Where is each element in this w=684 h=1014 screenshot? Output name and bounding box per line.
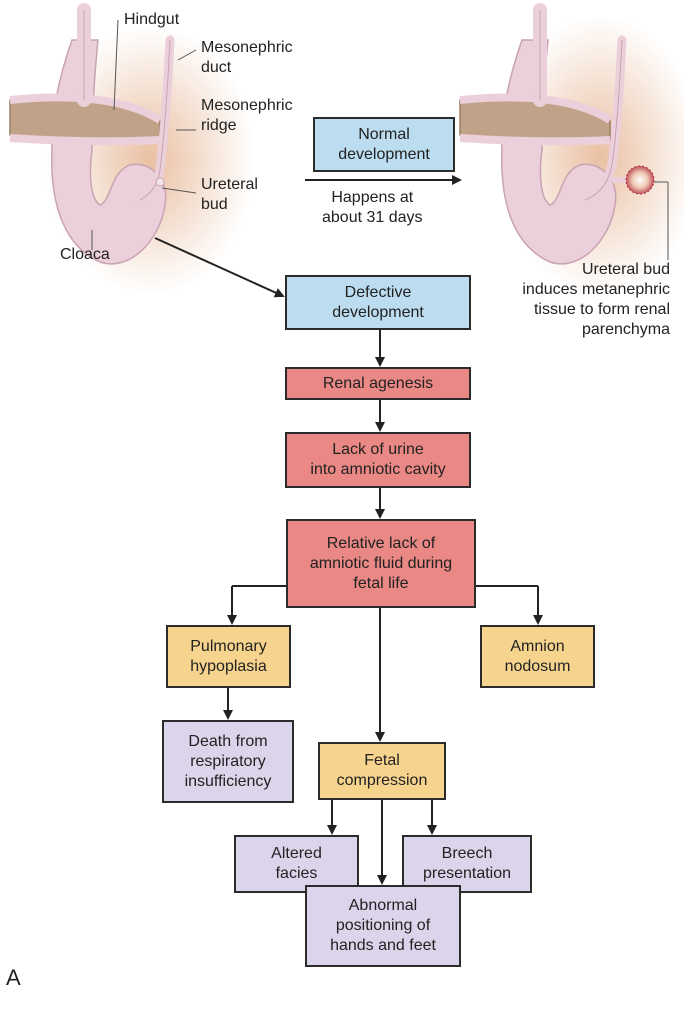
box-defective-development: Defective development [285, 275, 471, 330]
label-hindgut: Hindgut [124, 11, 180, 28]
label-cloaca: Cloaca [60, 246, 110, 263]
box-lack-of-urine: Lack of urine into amniotic cavity [285, 432, 471, 488]
box-relative-lack-amniotic-fluid: Relative lack of amniotic fluid during f… [286, 519, 476, 608]
embryo-illustration-left [9, 3, 255, 295]
box-normal-development: Normal development [313, 117, 455, 172]
embryo-illustration-right [459, 3, 684, 295]
box-renal-agenesis: Renal agenesis [285, 367, 471, 400]
box-abnormal-positioning: Abnormal positioning of hands and feet [305, 885, 461, 967]
metanephric-tissue-shape [625, 165, 655, 195]
label-mesonephric-duct: Mesonephric duct [201, 39, 293, 76]
box-death-respiratory-insufficiency: Death from respiratory insufficiency [162, 720, 294, 803]
box-amnion-nodosum: Amnion nodosum [480, 625, 595, 688]
box-pulmonary-hypoplasia: Pulmonary hypoplasia [166, 625, 291, 688]
label-ureteral-bud-induces: Ureteral bud induces metanephric tissue … [522, 261, 670, 338]
box-breech-presentation: Breech presentation [402, 835, 532, 893]
box-fetal-compression: Fetal compression [318, 742, 446, 800]
ureteral-bud-shape [155, 177, 165, 187]
box-altered-facies: Altered facies [234, 835, 359, 893]
flow-arrows [154, 175, 543, 885]
label-mesonephric-ridge: Mesonephric ridge [201, 97, 293, 134]
panel-letter: A [6, 965, 21, 990]
label-ureteral-bud: Ureteral bud [201, 176, 258, 213]
label-happens-at: Happens at about 31 days [322, 189, 423, 226]
arrow-defective [154, 237, 285, 298]
